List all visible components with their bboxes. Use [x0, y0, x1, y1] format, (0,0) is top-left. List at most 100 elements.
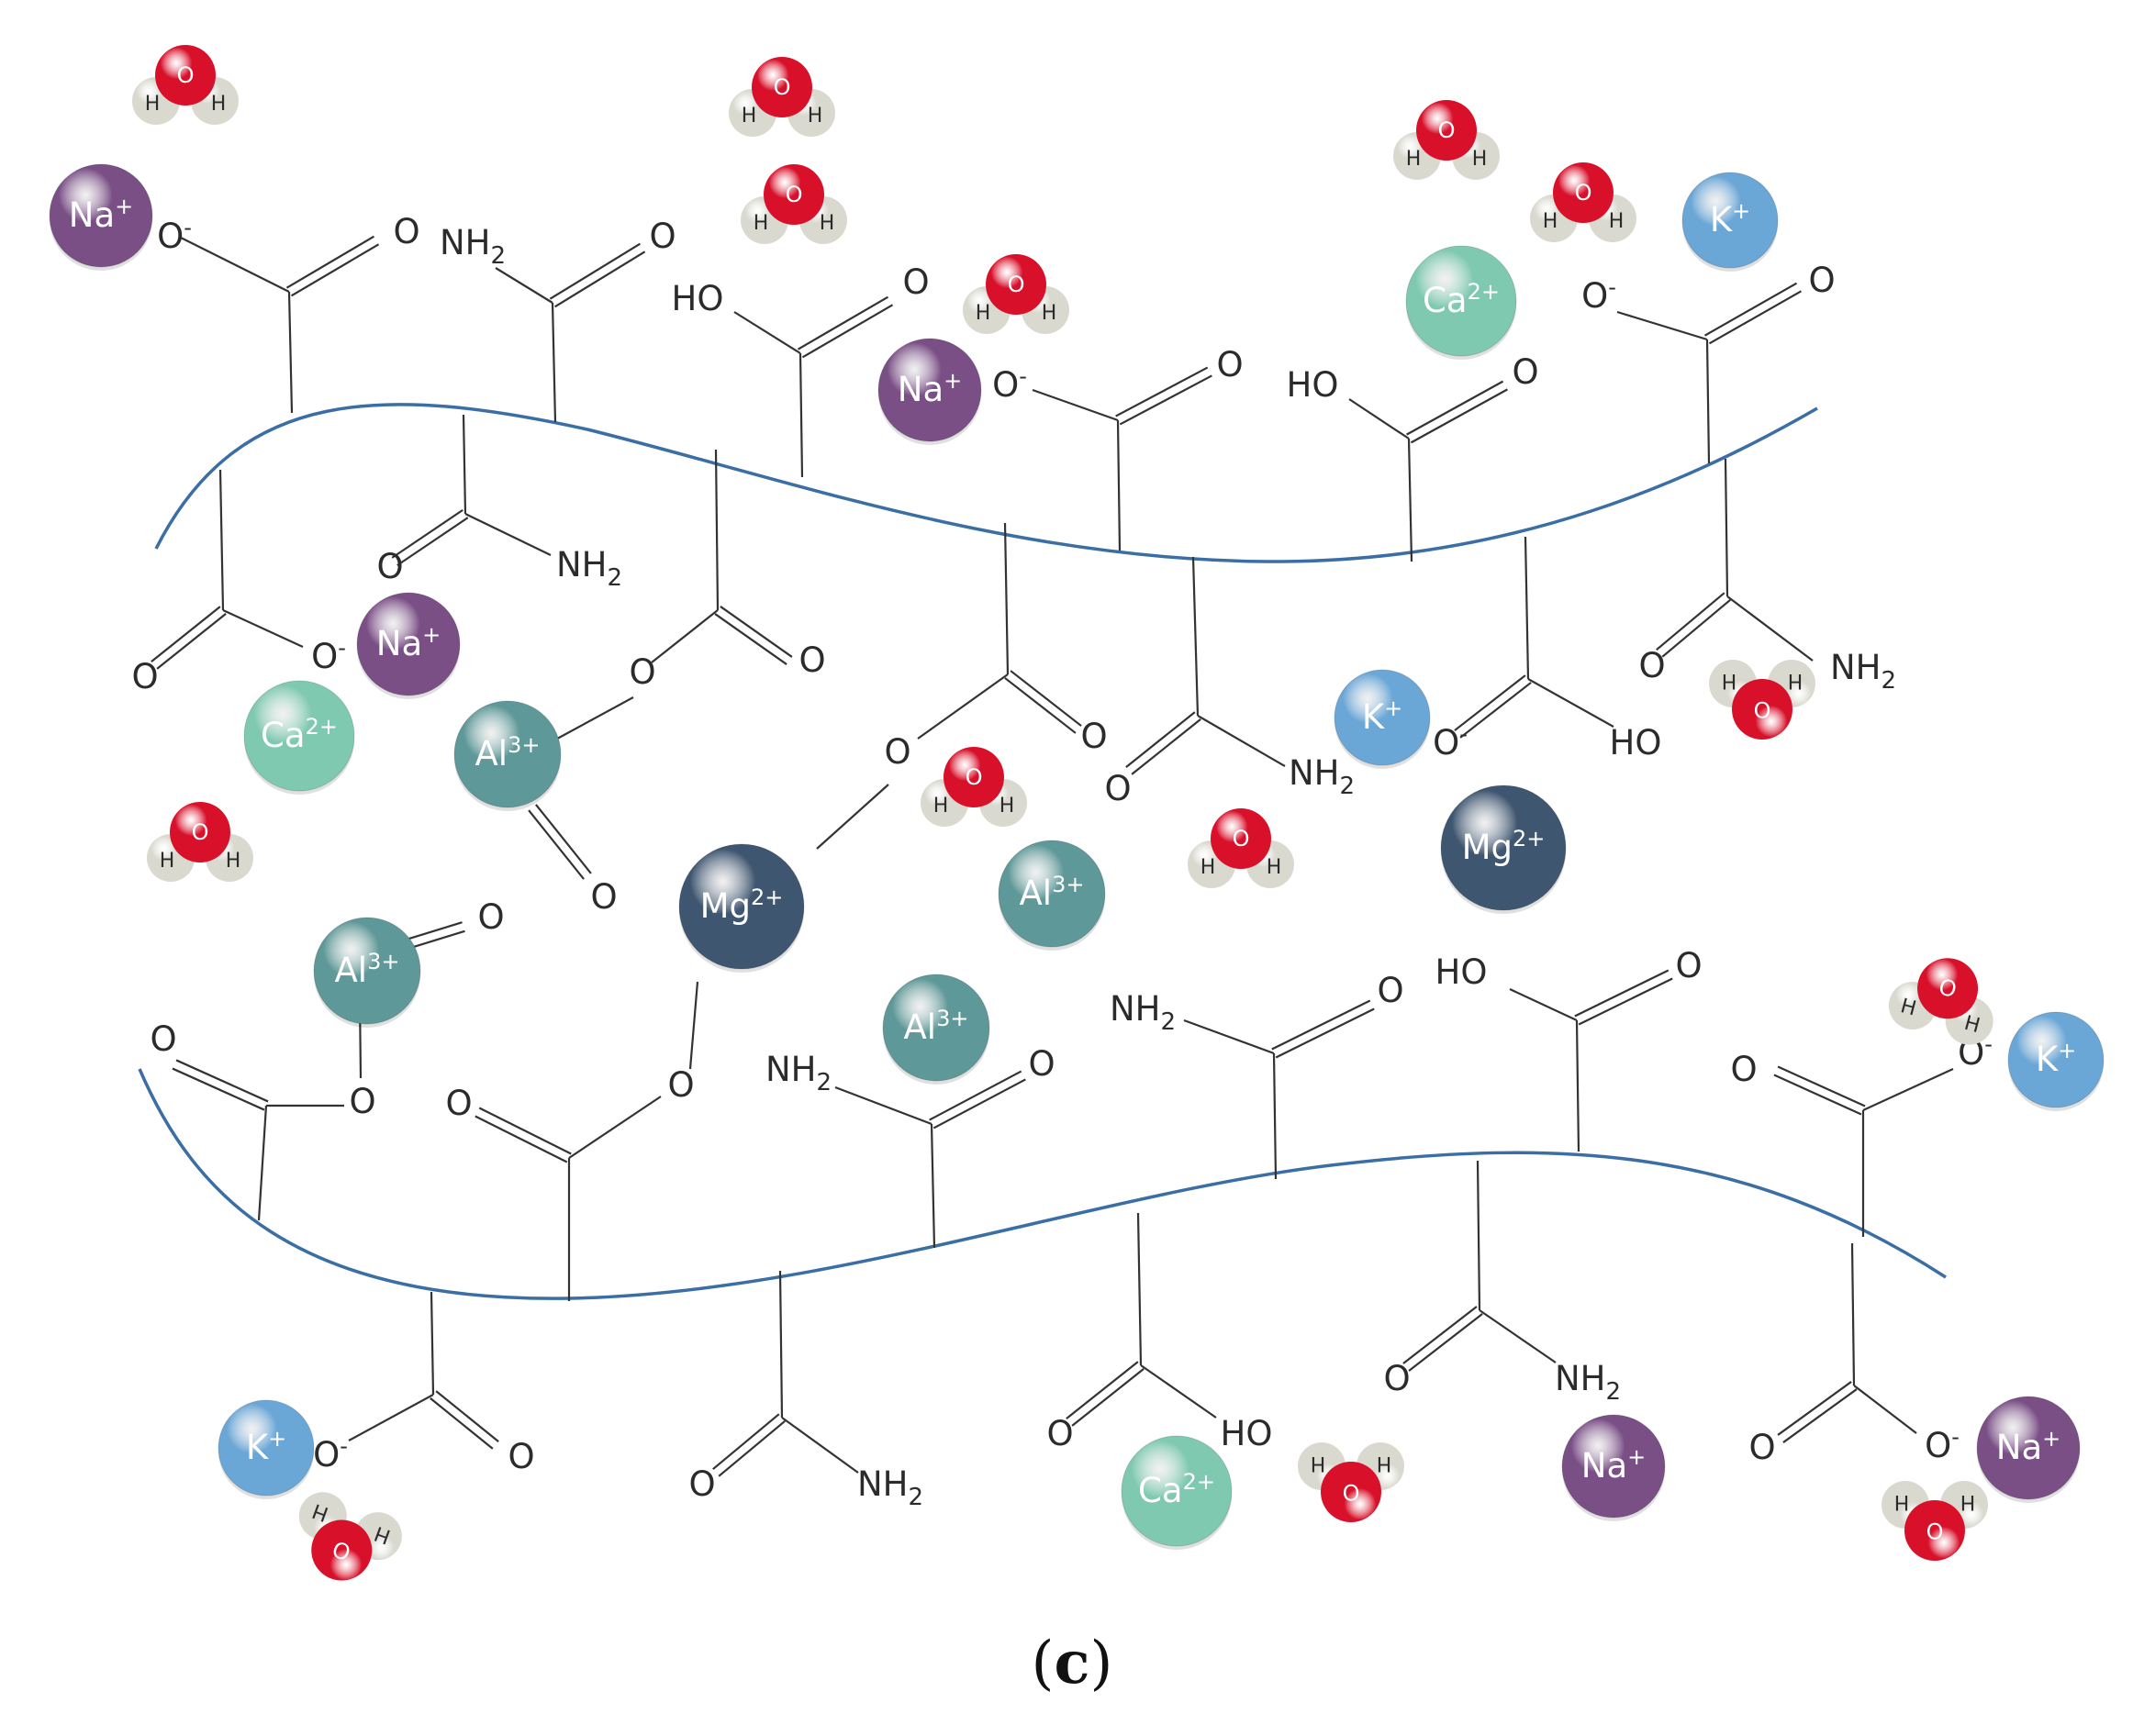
caption-close: ): [1089, 1630, 1113, 1697]
hydrogen-label: H: [742, 105, 757, 128]
single-bond: [430, 1291, 435, 1396]
double-bond: [1115, 366, 1209, 417]
oxygen-label: O: [966, 764, 983, 790]
oxygen-atom: [1904, 1500, 1965, 1561]
single-bond: [1862, 1068, 1954, 1111]
mg-ion-icon: Mg2+: [1440, 785, 1567, 914]
oxygen-atom: [155, 45, 216, 106]
carbonyl-o-label: O: [1104, 769, 1131, 808]
double-bond: [720, 606, 793, 658]
ca-ion-icon: Ca2+: [243, 680, 355, 795]
single-bond: [222, 609, 304, 648]
na-ion-icon: Na+: [49, 163, 153, 271]
water-molecule-icon: OHH: [1298, 1442, 1404, 1522]
double-bond: [1708, 290, 1803, 345]
double-bond: [528, 809, 585, 880]
single-bond: [287, 291, 294, 414]
hydrogen-label: H: [1894, 1490, 1910, 1513]
k-ion-icon: K+: [1334, 669, 1431, 769]
amine-nh2-label: NH2: [857, 1464, 923, 1511]
hydrogen-label: H: [1200, 856, 1216, 879]
hydrogen-label: H: [1377, 1452, 1392, 1474]
single-bond: [733, 311, 801, 354]
double-bond: [1406, 380, 1504, 436]
carbonyl-o-label: O: [131, 657, 158, 696]
oxygen-atom: [311, 1519, 373, 1581]
water-molecule-icon: OHH: [1888, 958, 1993, 1045]
oxygen-label: O: [1343, 1479, 1360, 1505]
double-bond: [175, 1059, 269, 1103]
hydrogen-label: H: [1042, 302, 1057, 325]
oxygen-label: O: [1926, 1518, 1944, 1543]
figure-caption: (c): [0, 1629, 2144, 1697]
al-ion-icon: Al3+: [453, 700, 562, 811]
single-bond: [1197, 715, 1286, 767]
single-bond: [1116, 419, 1122, 551]
double-bond: [712, 1413, 780, 1471]
hydrogen-label: H: [976, 302, 991, 325]
carbonyl-o-label: O: [376, 547, 403, 586]
single-bond: [834, 1085, 932, 1126]
double-bond: [1574, 969, 1669, 1018]
single-bond: [781, 1417, 859, 1474]
double-bond: [1782, 1388, 1858, 1443]
double-bond: [285, 235, 375, 289]
single-bond: [178, 236, 290, 293]
carbonyl-o-label: O: [649, 217, 676, 256]
double-bond: [1408, 1313, 1483, 1372]
carbonyl-o-label: O: [798, 640, 825, 680]
single-bond: [1509, 988, 1578, 1021]
single-bond: [551, 302, 557, 423]
carboxylate-o-minus-label: O-: [313, 1433, 348, 1474]
single-bond: [462, 414, 467, 515]
water-molecule-icon: OHH: [298, 1492, 402, 1581]
oxygen-atom: [1321, 1462, 1381, 1522]
oxygen-atom: [1553, 162, 1614, 223]
carbonyl-o-label: O: [590, 877, 617, 917]
carbonyl-o-label: O: [393, 212, 419, 251]
oxygen-atom: [986, 254, 1046, 315]
single-bond: [1272, 1052, 1278, 1180]
double-bond: [1703, 282, 1798, 337]
carboxylate-o-minus-label: O-: [157, 215, 192, 256]
double-bond: [1125, 711, 1196, 768]
double-bond: [714, 613, 787, 665]
single-bond: [495, 267, 553, 304]
k-ion-icon: K+: [1681, 172, 1779, 272]
oxygen-atom: [170, 802, 230, 862]
amine-nh2-label: NH2: [1555, 1359, 1621, 1406]
double-bond: [797, 295, 889, 351]
single-bond: [651, 609, 719, 663]
single-bond: [714, 449, 720, 611]
hydrogen-label: H: [1722, 669, 1737, 692]
oxygen-atom: [1732, 679, 1792, 740]
ca-ion-icon: Ca2+: [1121, 1435, 1233, 1550]
polymer-backbone-upper: [154, 403, 1818, 563]
k-ion-icon: K+: [2007, 1011, 2105, 1111]
carbonyl-o-label: O: [667, 1065, 694, 1105]
amine-nh2-label: NH2: [440, 223, 506, 270]
hydrogen-label: H: [1960, 1490, 1976, 1513]
single-bond: [464, 513, 552, 556]
carbonyl-o-label: O: [1028, 1044, 1055, 1084]
carbonyl-o-label: O: [629, 652, 655, 692]
amine-nh2-label: NH2: [1830, 648, 1896, 695]
na-ion-icon: Na+: [1976, 1396, 2081, 1503]
caption-letter: c: [1054, 1629, 1090, 1697]
na-ion-icon: Na+: [356, 592, 461, 699]
double-bond: [156, 613, 227, 670]
single-bond: [1407, 438, 1413, 562]
double-bond: [932, 1078, 1026, 1130]
single-bond: [1850, 1242, 1856, 1386]
hydrogen-label: H: [820, 212, 835, 235]
k-ion-icon: K+: [218, 1399, 315, 1499]
carboxylate-o-minus-label: O-: [1925, 1424, 1960, 1465]
double-bond: [801, 304, 894, 359]
double-bond: [151, 606, 221, 662]
hydroxyl-label: HO: [1435, 952, 1488, 992]
carbonyl-o-label: O: [902, 262, 929, 302]
